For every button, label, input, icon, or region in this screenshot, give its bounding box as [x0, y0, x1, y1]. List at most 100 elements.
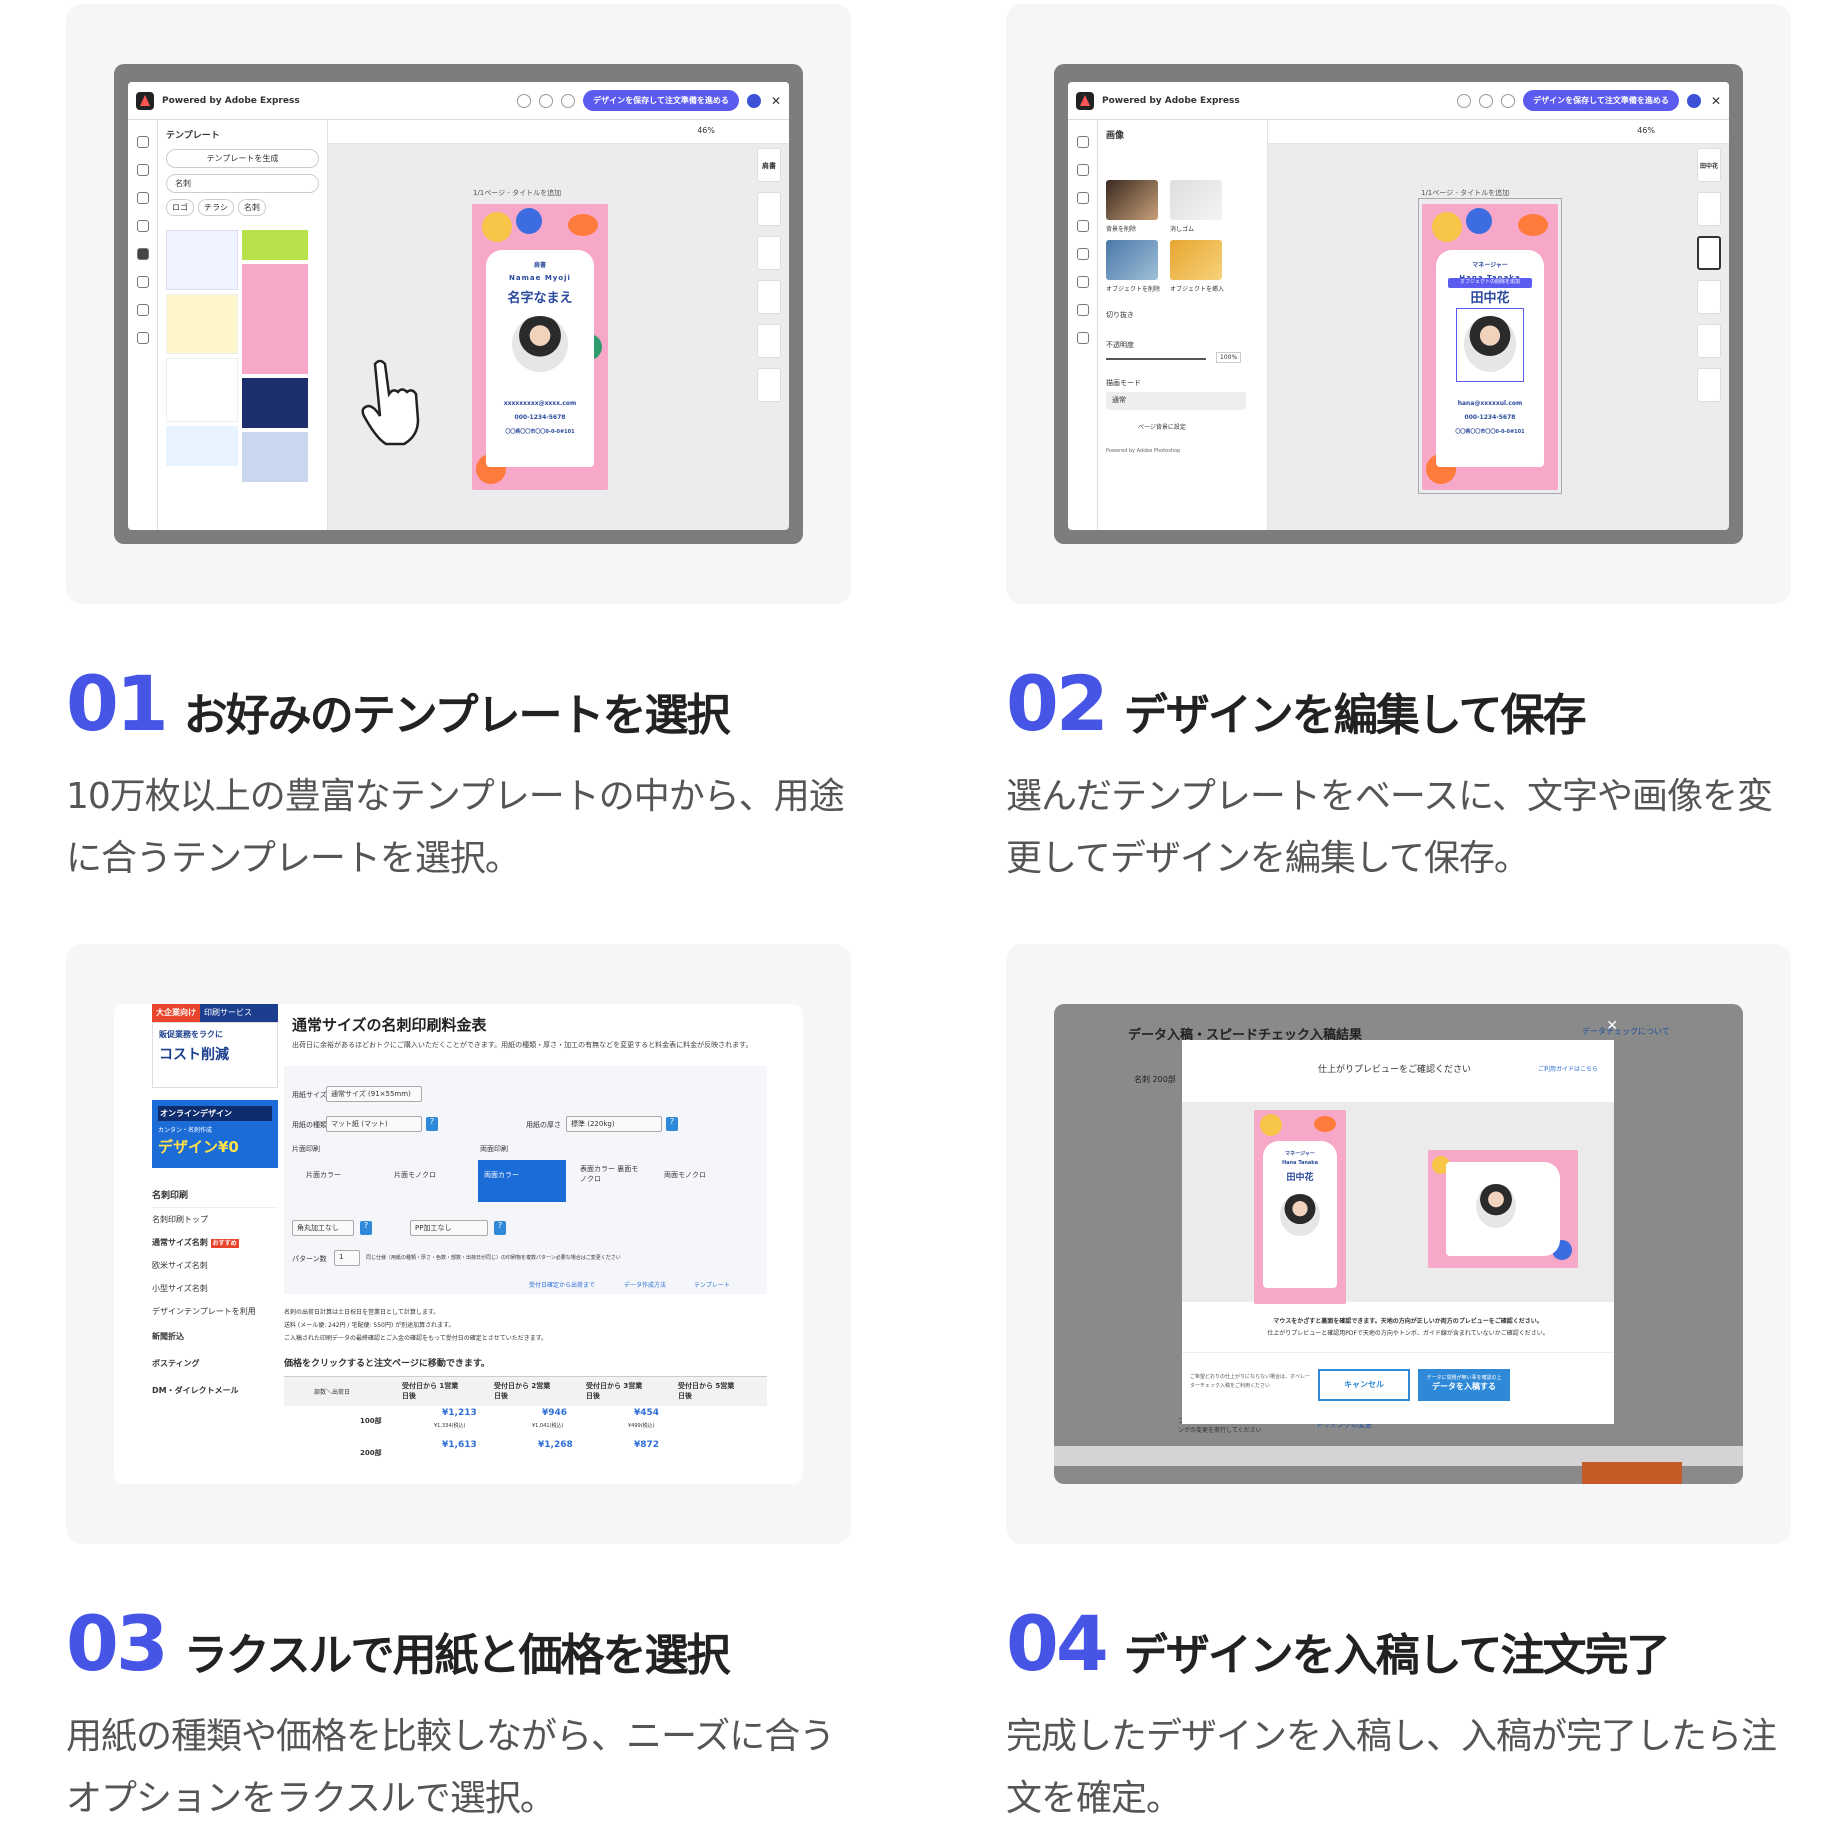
text-icon[interactable]: [136, 304, 149, 316]
submit-data-button[interactable]: データに問題が無い事を確認の上 データを入稿する: [1418, 1369, 1510, 1401]
opt-single-color[interactable]: 片面カラー: [306, 1171, 341, 1179]
link-data-creation[interactable]: データ作成方法: [624, 1282, 667, 1289]
undo-icon[interactable]: [517, 93, 532, 108]
price-cell[interactable]: ¥1,213: [442, 1408, 477, 1418]
page-thumb[interactable]: [757, 192, 781, 226]
nav-design-template[interactable]: デザインテンプレートを利用: [152, 1307, 256, 1316]
page-thumb-active[interactable]: [1697, 236, 1721, 270]
link-shipping[interactable]: 受付日確定から出荷まで: [529, 1282, 596, 1289]
page-thumb[interactable]: [757, 280, 781, 314]
bizcard-preview[interactable]: 肩書 Namae Myoji 名字なまえ xxxxxxxxx@xxxx.com …: [472, 204, 608, 490]
cost-cut-banner[interactable]: 販促業務をラクに コスト削減: [152, 1022, 278, 1088]
template-thumb[interactable]: [242, 230, 308, 260]
remove-bg-thumb[interactable]: [1106, 180, 1158, 220]
upload-icon[interactable]: [136, 220, 149, 232]
price-cell[interactable]: ¥872: [634, 1440, 660, 1450]
chip-bizcard[interactable]: 名刺: [237, 199, 266, 216]
nav-bizcard-top[interactable]: 名刺印刷トップ: [152, 1215, 208, 1224]
files-icon[interactable]: [1076, 164, 1089, 176]
page-thumb[interactable]: [1697, 368, 1721, 402]
remove-object-thumb[interactable]: [1106, 240, 1158, 280]
price-cell[interactable]: ¥1,613: [442, 1440, 477, 1450]
template-search-input[interactable]: 名刺: [166, 174, 319, 193]
close-icon[interactable]: ✕: [770, 93, 781, 108]
undo-icon[interactable]: [1457, 93, 1472, 108]
page-thumb[interactable]: [757, 324, 781, 358]
nav-bizcard-print[interactable]: 名刺印刷: [152, 1182, 278, 1208]
share-icon[interactable]: [561, 93, 576, 108]
save-and-order-button[interactable]: デザインを保存して注文準備を進める: [583, 90, 739, 111]
template-icon[interactable]: [136, 248, 149, 260]
opt-single-mono[interactable]: 片面モノクロ: [394, 1171, 436, 1179]
elements-icon[interactable]: [136, 332, 149, 344]
media-icon[interactable]: [1076, 276, 1089, 288]
opt-double-mono[interactable]: 両面モノクロ: [664, 1171, 706, 1179]
search-icon[interactable]: [136, 136, 149, 148]
upload-icon[interactable]: [1076, 220, 1089, 232]
redo-icon[interactable]: [1479, 93, 1494, 108]
text-icon[interactable]: [1076, 304, 1089, 316]
zoom-level[interactable]: 46%: [1637, 126, 1655, 135]
opacity-slider[interactable]: [1106, 358, 1206, 360]
nav-western-size[interactable]: 欧米サイズ名刺: [152, 1261, 208, 1270]
template-thumb[interactable]: [242, 432, 308, 482]
close-icon[interactable]: ✕: [1606, 1018, 1618, 1034]
nav-direct-mail[interactable]: DM・ダイレクトメール: [152, 1386, 239, 1395]
page-thumb[interactable]: [757, 236, 781, 270]
page-thumb[interactable]: [1697, 324, 1721, 358]
link-template[interactable]: テンプレート: [694, 1282, 730, 1289]
brand-icon[interactable]: [136, 192, 149, 204]
share-icon[interactable]: [1501, 93, 1516, 108]
insert-object-thumb[interactable]: [1170, 240, 1222, 280]
paper-type-select[interactable]: マット紙 (マット): [326, 1116, 422, 1132]
paper-thickness-select[interactable]: 標準 (220kg): [566, 1116, 662, 1132]
page-thumb[interactable]: [757, 368, 781, 402]
brand-icon[interactable]: [1076, 192, 1089, 204]
pattern-select[interactable]: 1: [334, 1250, 360, 1266]
crop-button[interactable]: 切り抜き: [1106, 311, 1134, 319]
blend-mode-select[interactable]: 通常: [1106, 392, 1246, 410]
opt-double-color-selected[interactable]: 両面カラー: [478, 1160, 566, 1202]
media-icon[interactable]: [136, 276, 149, 288]
pp-select[interactable]: PP加工なし: [410, 1220, 488, 1236]
cancel-button[interactable]: キャンセル: [1318, 1369, 1410, 1401]
photo-selection[interactable]: [1456, 308, 1524, 382]
help-icon[interactable]: ?: [426, 1117, 438, 1131]
help-icon[interactable]: ?: [494, 1221, 506, 1235]
chip-flyer[interactable]: チラシ: [198, 199, 234, 216]
redo-icon[interactable]: [539, 93, 554, 108]
page-thumb[interactable]: [1697, 280, 1721, 314]
close-icon[interactable]: ✕: [1710, 93, 1721, 108]
save-and-order-button[interactable]: デザインを保存して注文準備を進める: [1523, 90, 1679, 111]
online-design-banner[interactable]: オンラインデザイン カンタン・名刺作成 デザイン¥0: [152, 1100, 278, 1168]
account-icon[interactable]: [746, 93, 761, 108]
elements-icon[interactable]: [1076, 332, 1089, 344]
price-cell[interactable]: ¥946: [542, 1408, 568, 1418]
template-thumb[interactable]: [166, 294, 238, 354]
nav-posting[interactable]: ポスティング: [152, 1359, 200, 1368]
opt-color-mono[interactable]: 表面カラー 裏面モノクロ: [580, 1165, 639, 1183]
zoom-level[interactable]: 46%: [697, 126, 715, 135]
bizcard-preview[interactable]: マネージャー Hana Tanaka 田中花 オブジェクトの削除を追加 hana…: [1422, 204, 1558, 490]
template-thumb[interactable]: [242, 378, 308, 428]
page-thumb[interactable]: 肩書: [757, 148, 781, 182]
back-preview[interactable]: [1428, 1150, 1578, 1268]
object-tooltip[interactable]: オブジェクトの削除を追加: [1448, 278, 1532, 288]
template-thumb[interactable]: [166, 230, 238, 290]
opacity-value[interactable]: 100%: [1216, 352, 1242, 363]
template-thumb[interactable]: [166, 426, 238, 466]
page-thumb[interactable]: [1697, 192, 1721, 226]
page-thumb[interactable]: 田中花: [1697, 148, 1721, 182]
search-icon[interactable]: [1076, 136, 1089, 148]
usage-guide-link[interactable]: ご利用ガイドはこちら: [1537, 1066, 1598, 1073]
template-thumb[interactable]: [166, 358, 238, 422]
price-cell[interactable]: ¥454: [634, 1408, 660, 1418]
nav-small-size[interactable]: 小型サイズ名刺: [152, 1284, 208, 1293]
paper-size-select[interactable]: 通常サイズ (91×55mm): [326, 1086, 422, 1102]
trim-link[interactable]: トリミングの変更: [1316, 1421, 1372, 1429]
set-page-bg-button[interactable]: ページ背景に設定: [1138, 424, 1186, 431]
nav-newspaper-insert[interactable]: 新聞折込: [152, 1332, 184, 1341]
corner-select[interactable]: 角丸加工なし: [292, 1220, 354, 1236]
card-photo[interactable]: [1464, 316, 1516, 372]
next-step-button[interactable]: [1582, 1462, 1682, 1484]
